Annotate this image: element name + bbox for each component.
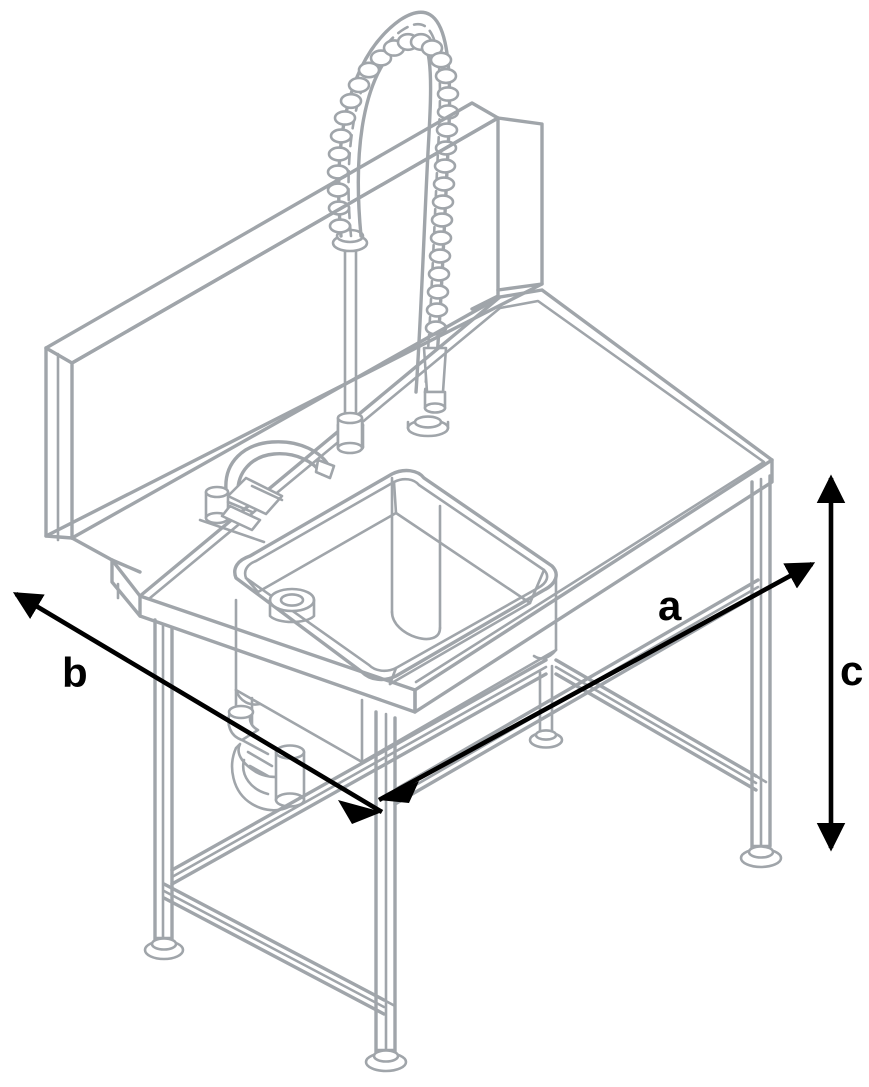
spring-coils-right — [424, 51, 460, 336]
worktop-surface — [110, 288, 774, 714]
dimension-a-arrow — [377, 561, 816, 803]
adjustable-foot — [143, 936, 185, 961]
dimension-b-arrow — [12, 592, 384, 824]
p-trap-plumbing — [227, 688, 306, 812]
sink-basin — [233, 468, 558, 764]
deck-cylinder — [336, 411, 364, 455]
dimension-label-c: c — [840, 647, 864, 694]
adjustable-foot — [528, 729, 564, 749]
gooseneck-mixer-faucet — [198, 440, 336, 544]
spring-coils-left — [326, 49, 393, 234]
adjustable-foot — [364, 1048, 408, 1073]
pre-rinse-faucet-icon — [326, 10, 460, 453]
dimension-label-a: a — [658, 582, 682, 629]
backsplash — [44, 101, 544, 574]
adjustable-foot — [739, 844, 783, 869]
dimension-label-b: b — [62, 649, 88, 696]
